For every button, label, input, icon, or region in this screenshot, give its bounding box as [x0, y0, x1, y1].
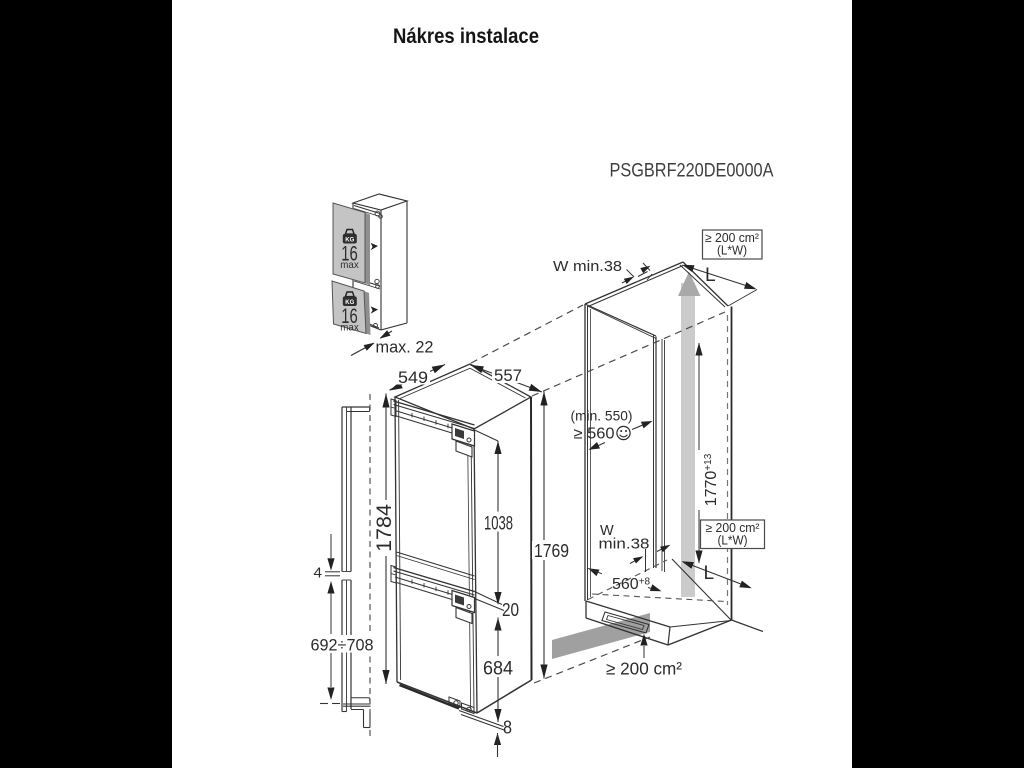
svg-text:684: 684	[483, 659, 513, 680]
svg-text:max. 22: max. 22	[376, 339, 434, 357]
svg-text:8: 8	[503, 718, 512, 738]
svg-text:≥ 200 cm²: ≥ 200 cm²	[705, 231, 759, 245]
svg-text:1038: 1038	[484, 514, 513, 535]
svg-text:16: 16	[341, 241, 358, 265]
svg-text:L: L	[704, 563, 715, 584]
svg-text:max: max	[340, 259, 359, 271]
svg-text:Nákres instalace: Nákres instalace	[393, 24, 539, 48]
svg-text:max: max	[340, 322, 359, 334]
svg-text:549: 549	[398, 368, 428, 387]
svg-text:(min. 550): (min. 550)	[571, 409, 633, 424]
svg-text:KG: KG	[345, 300, 354, 306]
svg-text:4: 4	[314, 565, 323, 582]
svg-text:(L*W): (L*W)	[718, 534, 748, 548]
svg-text:1784: 1784	[372, 504, 396, 552]
svg-text:20: 20	[502, 600, 519, 620]
svg-text:692÷708: 692÷708	[311, 636, 374, 655]
svg-text:557: 557	[494, 366, 522, 385]
svg-text:≥ 560: ≥ 560	[574, 426, 615, 443]
svg-text:KG: KG	[345, 237, 354, 243]
svg-text:16: 16	[341, 304, 358, 328]
svg-text:W: W	[600, 523, 614, 539]
svg-text:min.38: min.38	[599, 537, 650, 553]
svg-text:L: L	[705, 265, 716, 286]
svg-text:≥ 200 cm²: ≥ 200 cm²	[606, 659, 682, 679]
svg-text:≥ 200 cm²: ≥ 200 cm²	[706, 521, 760, 535]
svg-text:W min.38: W min.38	[553, 259, 622, 275]
svg-text:(L*W): (L*W)	[717, 244, 747, 258]
svg-text:PSGBRF220DE0000A: PSGBRF220DE0000A	[610, 161, 774, 182]
svg-text:1769: 1769	[534, 541, 569, 561]
